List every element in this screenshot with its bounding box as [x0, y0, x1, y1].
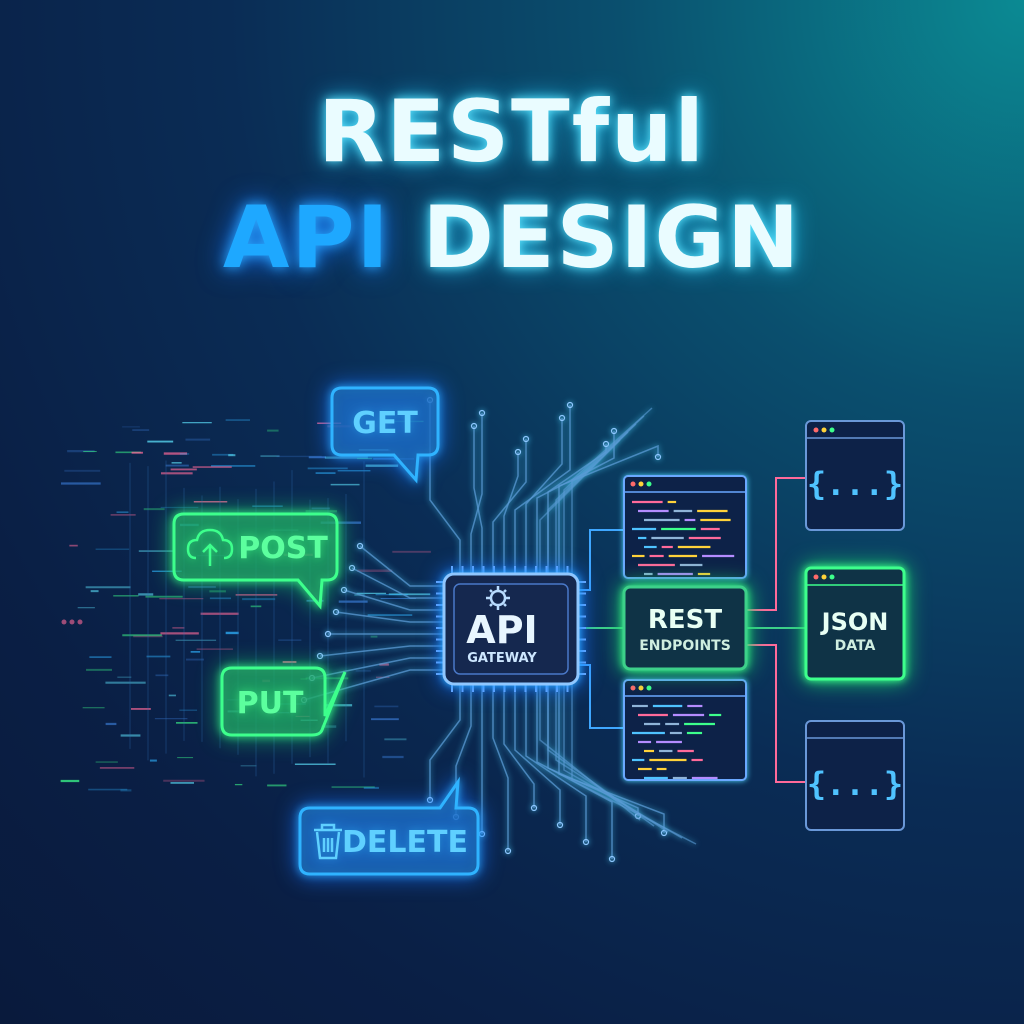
put-label: PUT — [237, 686, 304, 721]
endpoints-title: REST — [648, 605, 723, 635]
json-data-subtitle: DATA — [835, 638, 876, 654]
circuit-traces — [300, 396, 697, 863]
trash-icon — [314, 823, 342, 860]
endpoints-subtitle: ENDPOINTS — [639, 638, 731, 654]
data-stream-background — [60, 419, 431, 792]
json-data-title: JSON — [820, 608, 889, 636]
cloud-upload-icon — [186, 528, 234, 566]
title-line-restful: RESTful — [318, 82, 706, 182]
title-line-api-design: API DESIGN — [0, 190, 1024, 286]
json-window-top[interactable]: {...} — [805, 420, 905, 531]
put-method-bubble[interactable]: PUT — [220, 666, 347, 737]
code-lines — [632, 704, 722, 780]
delete-label: DELETE — [342, 825, 468, 860]
delete-method-bubble[interactable]: DELETE — [298, 776, 480, 876]
get-label: GET — [352, 406, 418, 441]
get-method-bubble[interactable]: GET — [330, 386, 440, 484]
json-brace-bottom: {...} — [807, 765, 903, 803]
rest-endpoints-box[interactable]: REST ENDPOINTS — [622, 585, 748, 671]
json-data-window[interactable]: JSON DATA — [804, 566, 906, 681]
api-gateway-chip[interactable]: API GATEWAY — [436, 566, 586, 692]
endpoint-connectors — [578, 477, 806, 783]
json-window-bottom[interactable]: {...} — [805, 720, 905, 831]
post-label: POST — [238, 531, 328, 566]
gateway-label: API — [466, 608, 537, 652]
code-window-top[interactable] — [623, 475, 747, 579]
gateway-sublabel: GATEWAY — [467, 651, 537, 666]
page-title: RESTful API DESIGN — [0, 0, 1024, 300]
title-design-word: DESIGN — [422, 188, 802, 288]
code-lines — [632, 500, 735, 576]
json-brace-top: {...} — [807, 465, 903, 503]
post-method-bubble[interactable]: POST — [172, 512, 339, 610]
gear-icon — [486, 586, 510, 610]
code-window-bottom[interactable] — [623, 679, 747, 781]
title-api-word: API — [222, 188, 391, 288]
